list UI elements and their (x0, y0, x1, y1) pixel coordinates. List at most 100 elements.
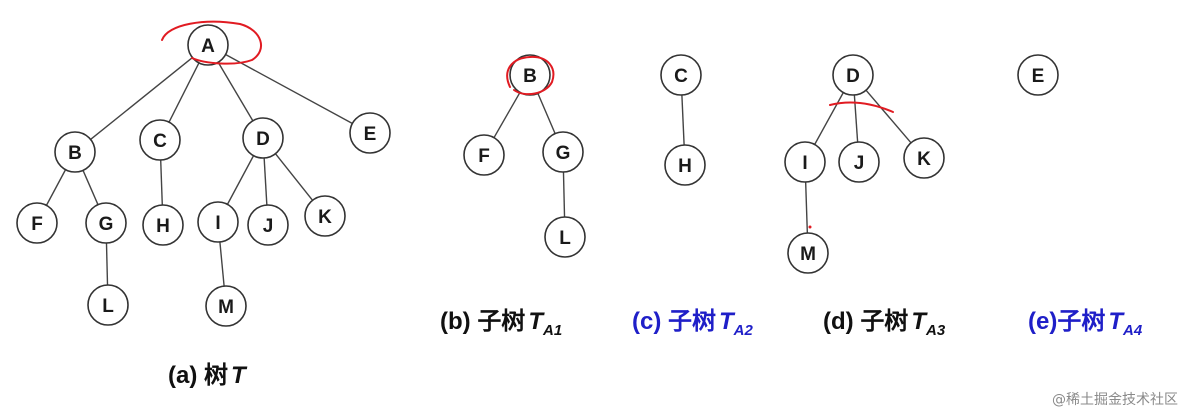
node-d-K: K (903, 137, 945, 179)
caption-prefix: (e)子树 (1028, 308, 1105, 335)
node-label: G (556, 143, 571, 164)
node-circle (660, 54, 702, 96)
caption-subscript: A2 (733, 322, 754, 339)
caption-subscript: A3 (925, 322, 946, 339)
edge-a-B-F (45, 169, 67, 206)
node-a-B: B (54, 131, 96, 173)
edge-d-D-K (865, 89, 912, 144)
edge-b-B-F (493, 91, 521, 139)
caption-prefix: (b) 子树 (440, 308, 525, 335)
caption-variable: T (911, 308, 928, 335)
node-label: G (99, 214, 114, 235)
node-a-D: D (242, 117, 284, 159)
node-circle (544, 216, 586, 258)
node-label: M (800, 244, 816, 265)
node-circle (349, 112, 391, 154)
node-a-C: C (139, 119, 181, 161)
node-circle (139, 119, 181, 161)
node-a-E: E (349, 112, 391, 154)
caption-variable: T (1108, 308, 1125, 335)
node-label: J (854, 153, 865, 174)
watermark-text: @稀土掘金技术社区 (1052, 392, 1178, 408)
node-d-J: J (838, 141, 880, 183)
node-circle (54, 131, 96, 173)
node-circle (463, 134, 505, 176)
caption-prefix: (c) 子树 (632, 308, 716, 335)
node-d-I: I (784, 141, 826, 183)
node-circle (85, 202, 127, 244)
edge-a-D-J (263, 157, 268, 206)
node-d-M: M (787, 232, 829, 274)
node-label: B (523, 66, 537, 87)
node-circle (787, 232, 829, 274)
edge-a-D-I (226, 155, 255, 205)
red-annotations (161, 20, 894, 229)
caption-variable: T (231, 362, 248, 389)
caption-variable: T (528, 308, 545, 335)
edge-d-D-I (814, 92, 844, 145)
node-b-B: B (509, 54, 551, 96)
node-a-L: L (87, 284, 129, 326)
node-circle (205, 285, 247, 327)
node-label: F (31, 214, 43, 235)
node-a-H: H (142, 204, 184, 246)
node-a-I: I (197, 201, 239, 243)
node-label: I (215, 213, 220, 234)
node-circle (142, 204, 184, 246)
node-circle (542, 131, 584, 173)
node-label: J (263, 216, 274, 237)
annotation-dot-m (808, 225, 812, 229)
node-label: C (674, 66, 688, 87)
node-a-M: M (205, 285, 247, 327)
edge-a-I-M (219, 241, 225, 287)
node-label: B (68, 143, 82, 164)
node-circle (242, 117, 284, 159)
edge-b-G-L (562, 171, 566, 218)
caption-subscript: A4 (1122, 322, 1143, 339)
edge-c-C-H (681, 94, 685, 146)
node-label: K (318, 207, 332, 228)
node-a-K: K (304, 195, 346, 237)
node-label: M (218, 297, 234, 318)
node-b-L: L (544, 216, 586, 258)
node-circle (187, 24, 229, 66)
node-circle (784, 141, 826, 183)
node-label: H (156, 216, 170, 237)
node-b-G: G (542, 131, 584, 173)
node-circle (87, 284, 129, 326)
node-circle (247, 204, 289, 246)
edge-a-A-C (168, 62, 200, 123)
edge-a-A-D (217, 61, 254, 122)
node-d-D: D (832, 54, 874, 96)
node-label: K (917, 149, 931, 170)
node-label: C (153, 131, 167, 152)
node-circle (304, 195, 346, 237)
edge-a-G-L (105, 242, 109, 286)
node-a-F: F (16, 202, 58, 244)
node-label: D (256, 129, 270, 150)
annotation-cut-line-d (829, 101, 894, 113)
node-label: I (802, 153, 807, 174)
caption-subscript: A1 (542, 322, 562, 339)
node-label: D (846, 66, 860, 87)
edge-a-D-K (274, 153, 314, 201)
edge-b-B-G (537, 93, 556, 134)
node-a-J: J (247, 204, 289, 246)
caption-variable: T (719, 308, 736, 335)
node-circle (197, 201, 239, 243)
node-label: F (478, 146, 490, 167)
node-c-H: H (664, 144, 706, 186)
node-a-A: A (187, 24, 229, 66)
node-c-C: C (660, 54, 702, 96)
edge-a-B-G (82, 170, 99, 205)
edges-layer (45, 53, 912, 287)
node-b-F: F (463, 134, 505, 176)
